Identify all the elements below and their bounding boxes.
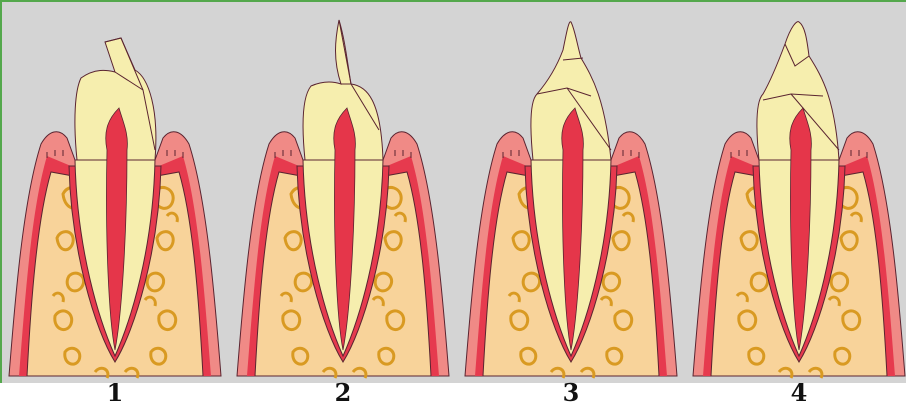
- panel-label-4: 4: [779, 380, 819, 406]
- panel-label-2: 2: [323, 380, 363, 406]
- panel-label-1: 1: [95, 380, 135, 406]
- tooth-panel-4: [693, 22, 905, 378]
- tooth-panel-2: [237, 20, 449, 378]
- panel-label-3: 3: [551, 380, 591, 406]
- tooth-fracture-diagram: [0, 0, 906, 383]
- tooth-panel-1: [9, 38, 221, 378]
- tooth-panel-3: [465, 22, 677, 378]
